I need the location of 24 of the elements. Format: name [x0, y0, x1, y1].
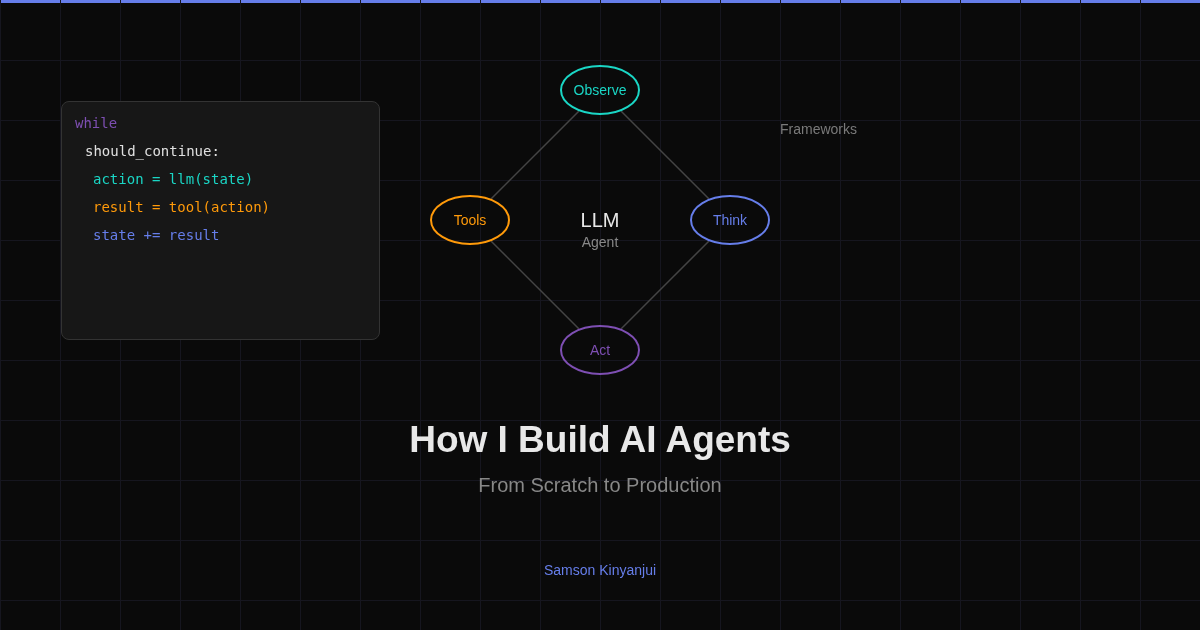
- code-panel: [61, 101, 380, 340]
- code-line: while: [75, 114, 118, 132]
- connector-line: [490, 240, 580, 330]
- section-heading: Frameworks: [780, 120, 857, 138]
- center-label: LLM: [580, 208, 620, 232]
- code-line: action = llm(state): [93, 170, 254, 188]
- connector-line: [620, 240, 710, 330]
- stage-label: Observe: [573, 81, 627, 99]
- stage-ellipse: [560, 325, 640, 375]
- connector-line: [620, 110, 710, 200]
- connector-line: [490, 110, 580, 200]
- stage-ellipse: [430, 195, 510, 245]
- author-name: Samson Kinyanjui: [543, 561, 657, 579]
- center-sublabel: Agent: [581, 233, 619, 251]
- stage-label: Tools: [453, 211, 487, 229]
- stage-ellipse: [690, 195, 770, 245]
- stage-ellipse: [560, 65, 640, 115]
- code-line: state += result: [93, 226, 220, 244]
- title: How I Build AI Agents: [409, 418, 791, 462]
- code-line: should_continue:: [85, 142, 220, 160]
- stage-label: Act: [589, 341, 611, 359]
- code-line: result = tool(action): [93, 198, 270, 216]
- subtitle: From Scratch to Production: [478, 473, 722, 497]
- stage-label: Think: [712, 211, 748, 229]
